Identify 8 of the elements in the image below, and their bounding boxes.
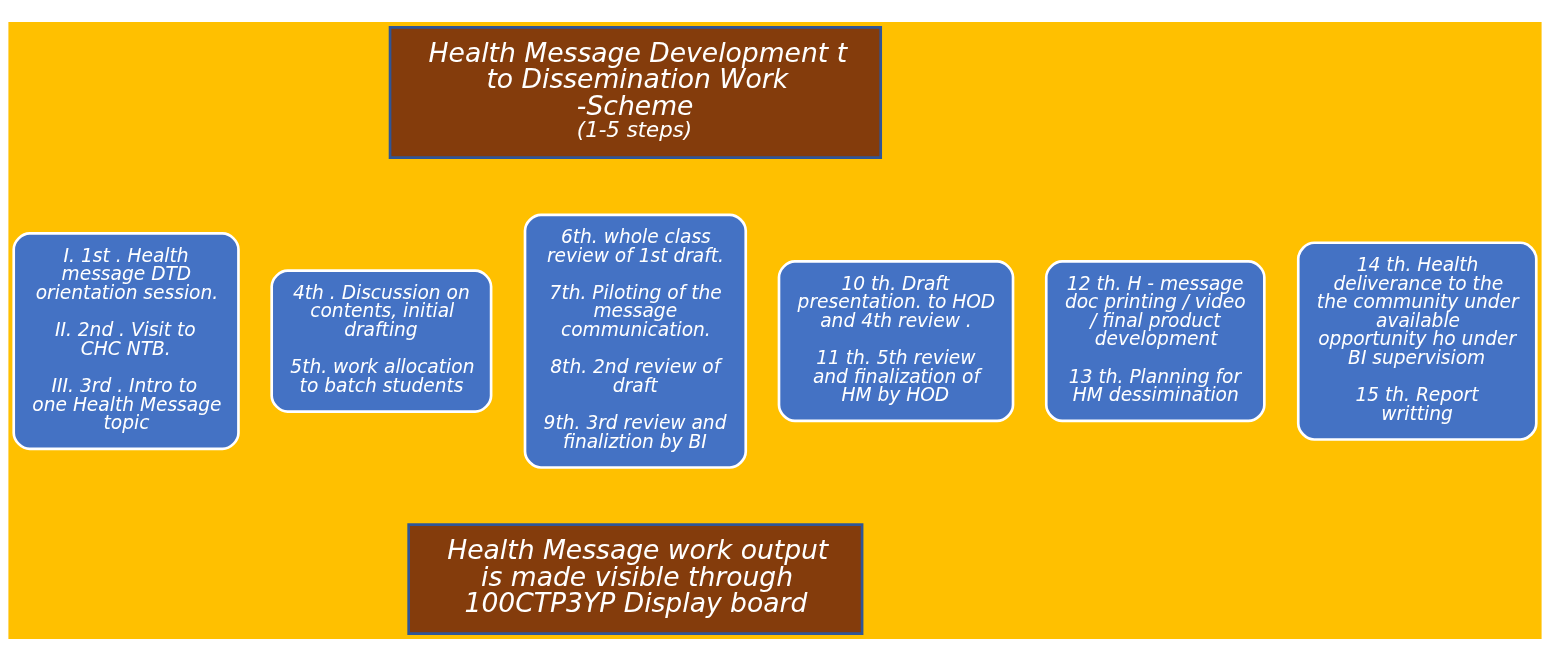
node-box: Health Message work output is made visible through 100CTP3YP Display board (407, 522, 864, 635)
node-box: 6th. whole class review of 1st draft. 7th. Piloting of the message communication. 8th. 2nd review of draft 9th. 3rd review and finaliztion by BI (523, 213, 748, 469)
node-box: 12 th. H - message doc printing / video / final product development 13 th. Planning for HM dessimination (1044, 259, 1266, 422)
node-box: I. 1st . Health message DTD orientation session. II. 2nd . Visit to CHC NTB. III. 3rd . Intro to one Health Message topic (12, 231, 240, 450)
node-box: 10 th. Draft presentation. to HOD and 4th review . 11 th. 5th review and finalization of HM by HOD (777, 259, 1015, 422)
node-box: 14 th. Health deliverance to the the community under available opportunity ho under BI supervisiom 15 th. Report writting (1296, 240, 1538, 441)
node-box: 4th . Discussion on contents, initial drafting 5th. work allocation to batch students (270, 268, 493, 413)
node-box: Health Message Development t to Dissemination Work -Scheme (1-5 steps) (388, 25, 883, 159)
